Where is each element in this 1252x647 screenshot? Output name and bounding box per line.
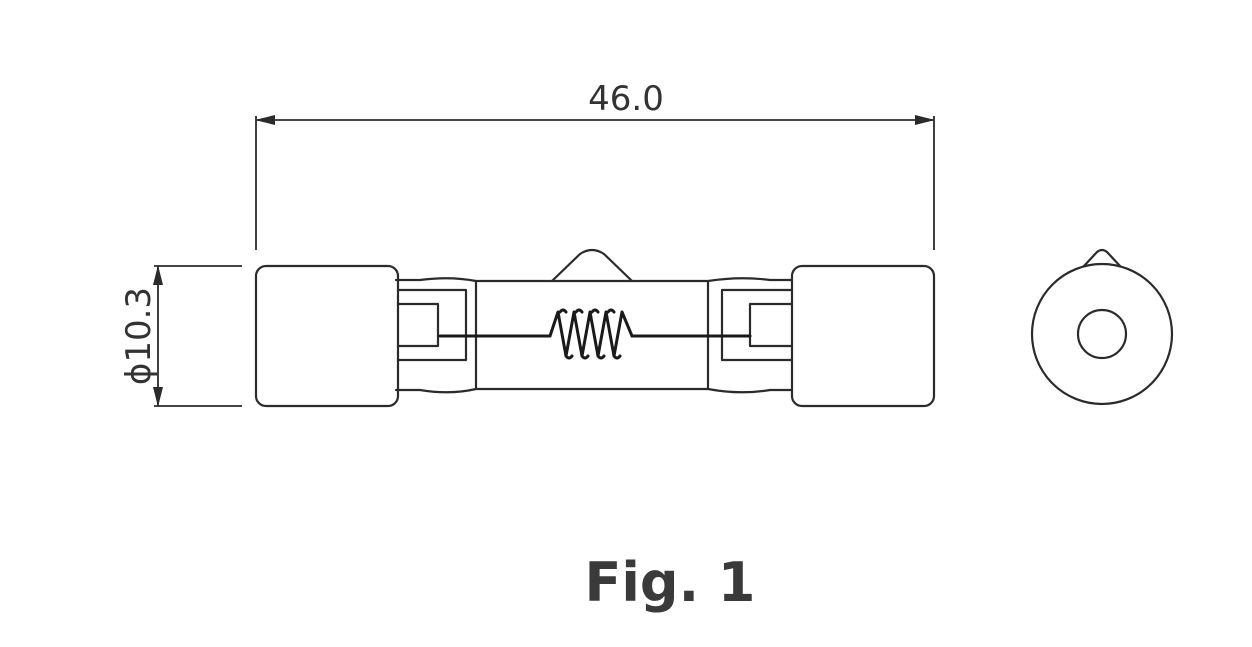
diameter-label: ϕ10.3 <box>119 287 159 385</box>
end-view-inner-circle <box>1076 308 1128 360</box>
solder-bump <box>550 248 634 283</box>
figure-caption: Fig. 1 <box>584 551 756 614</box>
left-inner-bracket <box>396 288 468 362</box>
right-inner-bracket <box>720 288 794 362</box>
diameter-dimension: ϕ10.3 <box>119 265 242 407</box>
fuse-end-view <box>1030 248 1174 406</box>
length-dimension: 46.0 <box>255 79 935 250</box>
fuse-side-view <box>254 248 936 408</box>
end-view-solder-bump <box>1082 248 1122 268</box>
length-label: 46.0 <box>588 79 664 119</box>
right-end-cap <box>790 264 936 408</box>
fuse-spring-coil <box>548 310 634 358</box>
left-end-cap <box>254 264 400 408</box>
end-view-outer-circle <box>1030 262 1174 406</box>
fuse-element <box>438 308 752 360</box>
